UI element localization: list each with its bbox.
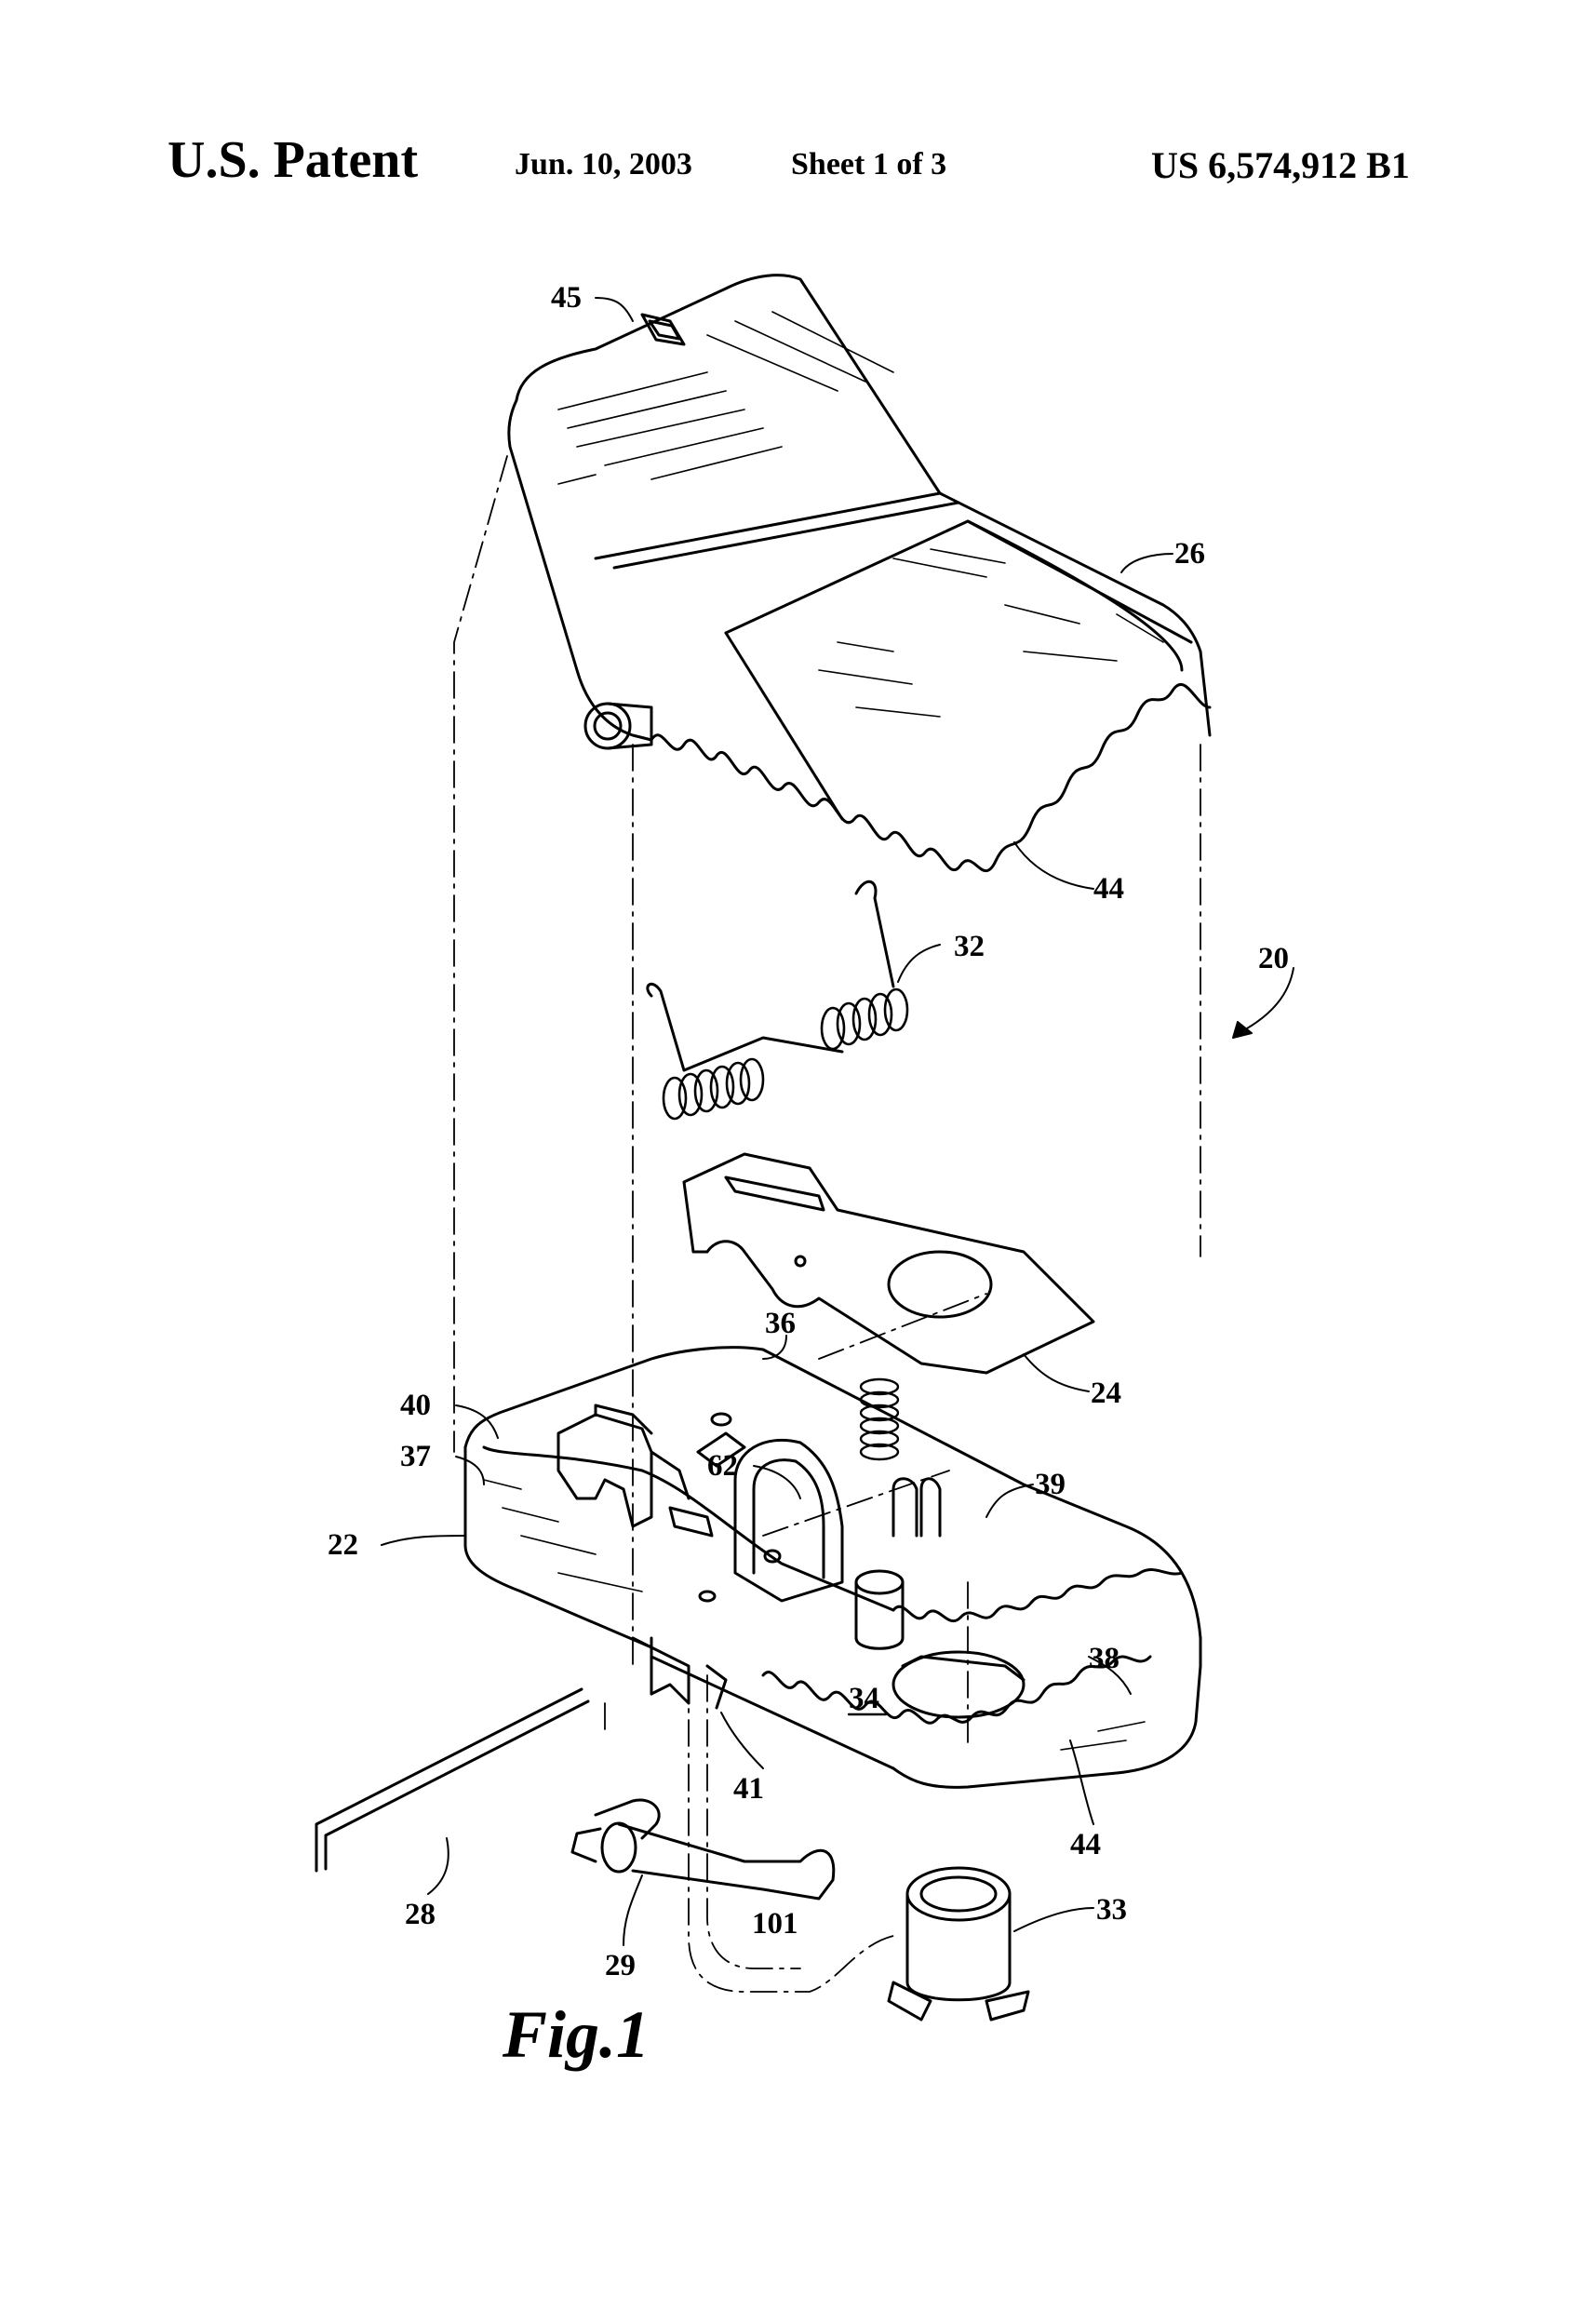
ref-label: 36	[765, 1307, 796, 1340]
ref-label: 38	[1089, 1642, 1119, 1675]
patent-label: U.S. Patent	[168, 131, 419, 189]
ref-label: 34	[849, 1682, 879, 1715]
construction-lines	[453, 455, 1201, 1993]
ref-label: 37	[400, 1440, 431, 1473]
ref-label: 29	[605, 1949, 636, 1982]
ref-label: 40	[400, 1389, 431, 1422]
ref-label: 20	[1258, 942, 1289, 975]
ref-label: 101	[752, 1907, 798, 1941]
ref-label: 44	[1070, 1828, 1101, 1861]
ref-label: 39	[1035, 1468, 1066, 1501]
torsion-spring	[646, 880, 909, 1121]
ref-label: 33	[1096, 1893, 1127, 1927]
ref-label: 28	[405, 1898, 436, 1931]
trigger-plate	[682, 1152, 1095, 1375]
leader-lines	[381, 297, 1294, 1946]
figure-caption: Fig.1	[502, 1997, 650, 2072]
collar-part	[887, 1866, 1030, 2022]
ref-label: 45	[551, 281, 582, 315]
patent-number: US 6,574,912 B1	[1151, 144, 1410, 186]
latch-arm	[570, 1798, 836, 1901]
pin-part	[315, 1687, 590, 1873]
ref-label: 41	[733, 1772, 764, 1806]
ref-label: 26	[1174, 537, 1205, 571]
reference-labels: 45 26 44 32 20 36 24 40 37 62 39 22 38 3…	[328, 281, 1289, 2072]
ref-label: 24	[1091, 1377, 1121, 1410]
sheet-number: Sheet 1 of 3	[791, 147, 947, 181]
patent-date: Jun. 10, 2003	[515, 147, 692, 181]
base-tray	[463, 1346, 1202, 1789]
ref-label: 22	[328, 1528, 358, 1562]
ref-label: 44	[1093, 872, 1124, 906]
lid-part	[507, 274, 1212, 873]
patent-header: U.S. Patent Jun. 10, 2003 Sheet 1 of 3 U…	[0, 130, 1582, 205]
ref-label: 62	[707, 1449, 738, 1483]
ref-label: 32	[954, 930, 985, 963]
